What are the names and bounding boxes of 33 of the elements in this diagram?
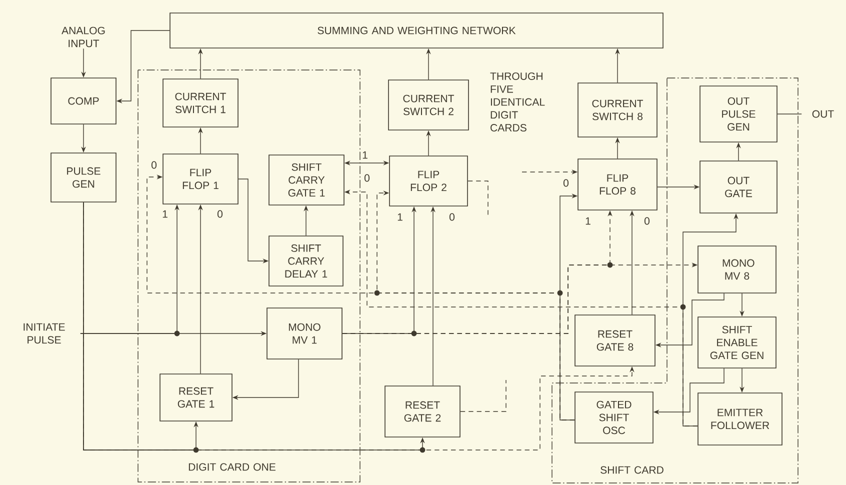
block-box: FLIP FLOP 2 xyxy=(389,156,468,206)
block-box: COMP xyxy=(50,78,116,124)
pin-label: 1 xyxy=(162,210,168,218)
signal-label: OUT xyxy=(812,110,834,118)
block-box: FLIP FLOP 1 xyxy=(162,154,238,204)
block-box: RESET GATE 2 xyxy=(384,386,460,438)
block-box: CURRENT SWITCH 8 xyxy=(578,82,658,138)
block-box: MONO MV 1 xyxy=(266,308,342,360)
connector xyxy=(468,180,488,216)
signal-label: INITIATE PULSE xyxy=(24,323,65,344)
pin-label: 0 xyxy=(151,161,157,169)
pin-label: 0 xyxy=(563,179,569,187)
block-box: CURRENT SWITCH 1 xyxy=(162,78,238,128)
signal-label: ANALOG INPUT xyxy=(62,26,105,48)
block-box: SHIFT CARRY GATE 1 xyxy=(268,154,344,206)
block-box: FLIP FLOP 8 xyxy=(578,158,658,210)
block-box: OUT GATE xyxy=(700,160,778,214)
block-box: RESET GATE 8 xyxy=(574,314,656,366)
pin-label: 1 xyxy=(362,151,368,159)
block-box: PULSE GEN xyxy=(50,152,116,202)
connector xyxy=(146,174,575,420)
block-box: CURRENT SWITCH 2 xyxy=(388,80,469,130)
block-box: MONO MV 8 xyxy=(698,246,776,294)
block-box: RESET GATE 1 xyxy=(160,374,232,422)
block-box: EMITTER FOLLOWER xyxy=(698,392,782,446)
block-box: GATED SHIFT OSC xyxy=(574,392,654,444)
connector xyxy=(460,380,506,412)
pin-label: 0 xyxy=(364,174,370,182)
block-box: SHIFT ENABLE GATE GEN xyxy=(698,316,776,368)
block-box: SUMMING AND WEIGHTING NETWORK xyxy=(170,12,664,48)
note-text: THROUGH FIVE IDENTICAL DIGIT CARDS xyxy=(490,72,545,132)
block-box: SHIFT CARRY DELAY 1 xyxy=(268,236,344,286)
block-box: OUT PULSE GEN xyxy=(700,86,778,142)
